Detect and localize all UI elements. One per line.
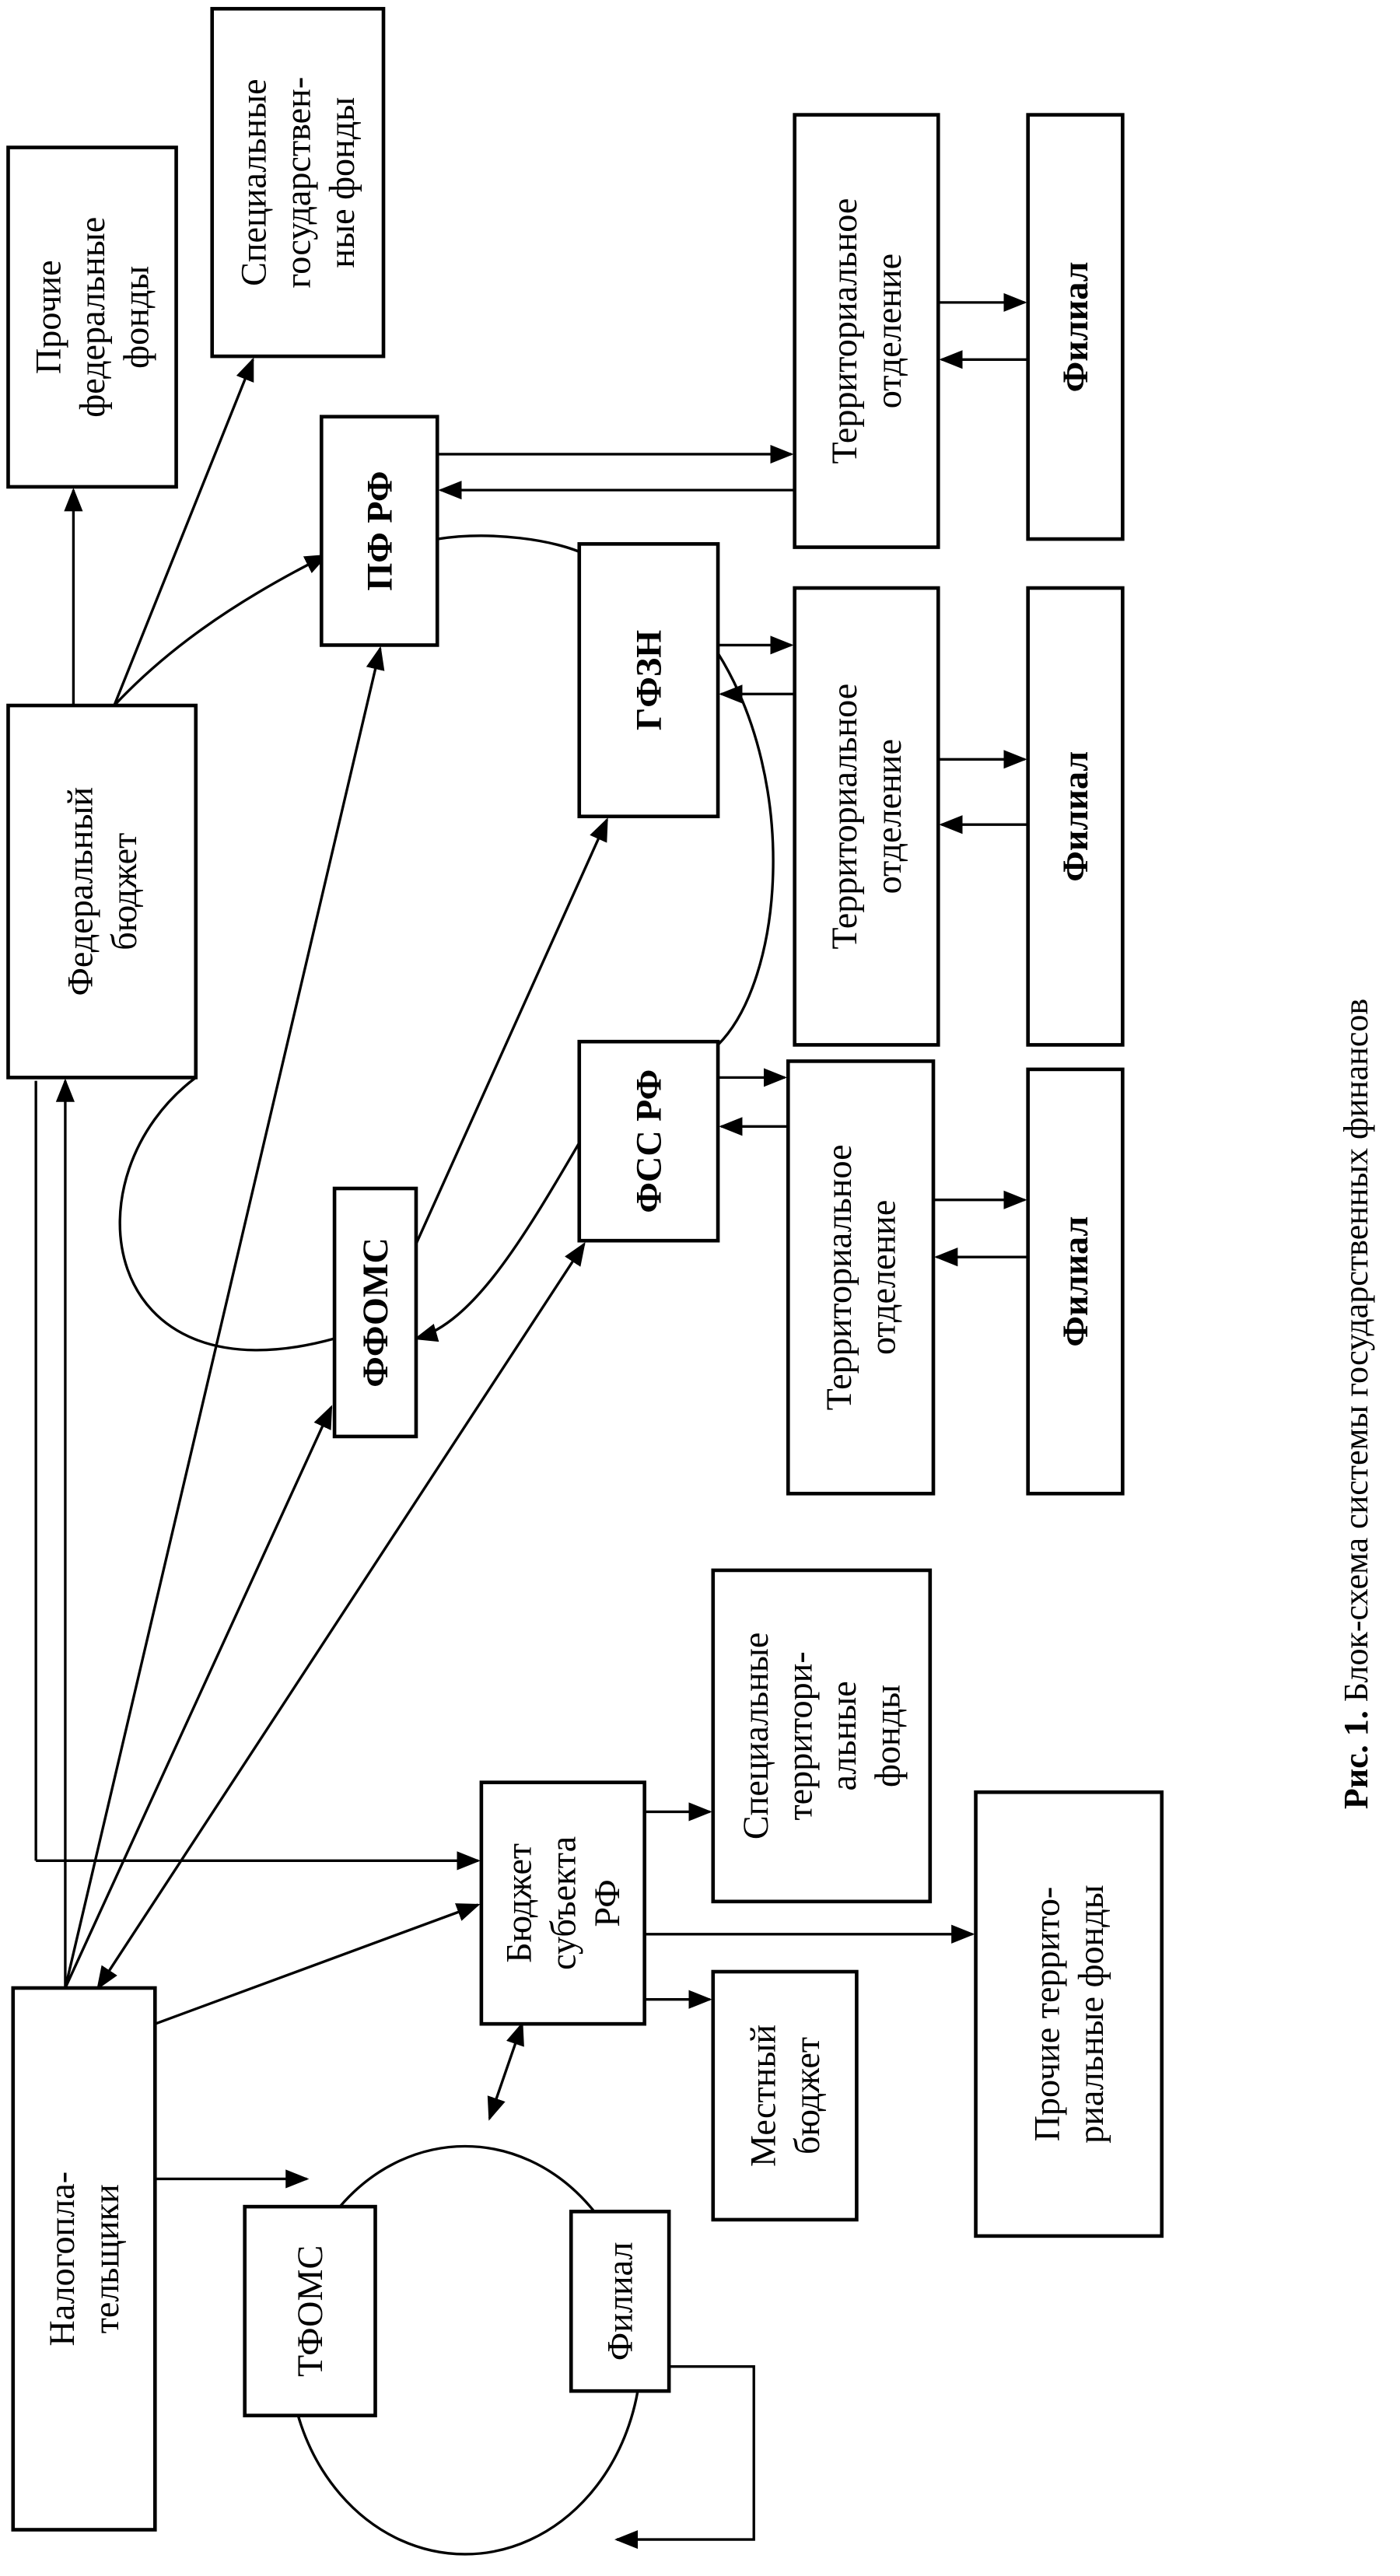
- caption-text: Блок-схема системы государственных финан…: [1337, 999, 1375, 1710]
- box-frame: [786, 1059, 936, 1496]
- box-frame: [1026, 113, 1125, 541]
- connector-arrow: [487, 2021, 524, 2121]
- box-fss-rf: ФСС РФ: [577, 1039, 720, 1243]
- box-label: Специальные: [234, 79, 274, 285]
- box-label: Территориальное: [824, 684, 864, 950]
- connector-arrow: [614, 2365, 755, 2550]
- box-label: Филиал: [1055, 1216, 1095, 1347]
- box-frame: [243, 2204, 377, 2417]
- box-filial-2: Филиал: [1026, 586, 1125, 1047]
- box-label: государствен-: [278, 77, 317, 289]
- caption-label: Рис. 1.: [1337, 1710, 1375, 1809]
- box-frame: [6, 703, 198, 1080]
- box-label: субъекта: [543, 1836, 583, 1970]
- box-label: Территориальное: [824, 198, 864, 464]
- box-label: ПФ РФ: [359, 471, 399, 591]
- box-taxpayers: Налогопла-тельщики: [11, 1986, 157, 2532]
- box-label: РФ: [587, 1879, 627, 1927]
- box-prochie-terr: Прочие террито-риальные фонды: [974, 1790, 1164, 2238]
- box-label: ГФЗН: [628, 630, 668, 730]
- box-frame: [210, 6, 386, 359]
- box-filial-3: Филиал: [1026, 1067, 1125, 1496]
- box-label: бюджет: [104, 833, 144, 950]
- box-label: Местный: [743, 2025, 782, 2167]
- box-label: ТФОМС: [290, 2245, 330, 2377]
- box-frame: [793, 586, 940, 1047]
- box-label: ФСС РФ: [628, 1069, 668, 1213]
- box-label: ные фонды: [322, 97, 362, 268]
- box-frame: [319, 415, 439, 647]
- box-frame: [577, 1039, 720, 1243]
- box-frame: [332, 1186, 418, 1439]
- box-frame: [1026, 1067, 1125, 1496]
- box-label: отделение: [869, 739, 908, 894]
- box-label: Прочие: [28, 260, 68, 374]
- box-frame: [711, 1568, 933, 1904]
- box-label: риальные фонды: [1071, 1885, 1111, 2144]
- box-frame: [479, 1780, 646, 2026]
- box-label: Филиал: [1055, 261, 1095, 392]
- box-pf-rf: ПФ РФ: [319, 415, 439, 647]
- box-gfzn: ГФЗН: [577, 542, 720, 819]
- box-frame: [577, 542, 720, 819]
- cycle-arc-gfzn-fss: [716, 653, 775, 1046]
- box-frame: [711, 1969, 859, 2222]
- box-filial-1: Филиал: [1026, 113, 1125, 541]
- connector-arrow: [154, 1903, 481, 2025]
- connector-arrow: [113, 357, 254, 706]
- box-label: Прочие террито-: [1027, 1887, 1066, 2142]
- box-label: фонды: [117, 266, 156, 369]
- box-label: бюджет: [787, 2037, 827, 2154]
- box-label: Территориальное: [819, 1144, 859, 1410]
- cycle-arc-ffoms-fed: [118, 1076, 335, 1352]
- cycle-arc-fed-pf: [113, 554, 329, 707]
- box-tfoms: ТФОМС: [243, 2204, 377, 2417]
- connector-arrow: [96, 1241, 586, 1990]
- box-frame: [11, 1986, 157, 2532]
- box-ffoms: ФФОМС: [332, 1186, 418, 1439]
- box-label: территори-: [779, 1651, 819, 1820]
- box-label: тельщики: [86, 2184, 126, 2333]
- cycle-curves: [113, 534, 775, 2556]
- box-label: Федеральный: [60, 787, 100, 996]
- arrows: [34, 292, 1028, 2550]
- box-label: отделение: [869, 254, 908, 408]
- box-frame: [974, 1790, 1164, 2238]
- box-label: альные: [824, 1681, 863, 1790]
- connector-arrow: [64, 1405, 333, 1989]
- cycle-arc-pf-gfzn: [436, 534, 588, 557]
- box-frame: [1026, 586, 1125, 1047]
- figure-caption: Рис. 1. Блок-схема системы государственн…: [1337, 999, 1375, 1809]
- box-frame: [569, 2210, 671, 2393]
- connector-arrow: [415, 817, 608, 1245]
- box-frame: [6, 145, 178, 489]
- box-label: Филиал: [600, 2242, 640, 2361]
- box-label: федеральные: [72, 217, 112, 418]
- box-label: ФФОМС: [355, 1237, 395, 1388]
- box-label: Специальные: [736, 1633, 775, 1839]
- box-label: отделение: [863, 1200, 902, 1355]
- box-filial-tfoms: Филиал: [569, 2210, 671, 2393]
- box-label: Филиал: [1055, 751, 1095, 882]
- box-label: Бюджет: [499, 1843, 539, 1963]
- cycle-arc-fss-ffoms: [414, 1142, 581, 1342]
- box-label: Налогопла-: [42, 2172, 82, 2347]
- box-frame: [793, 113, 940, 549]
- box-label: фонды: [868, 1685, 908, 1787]
